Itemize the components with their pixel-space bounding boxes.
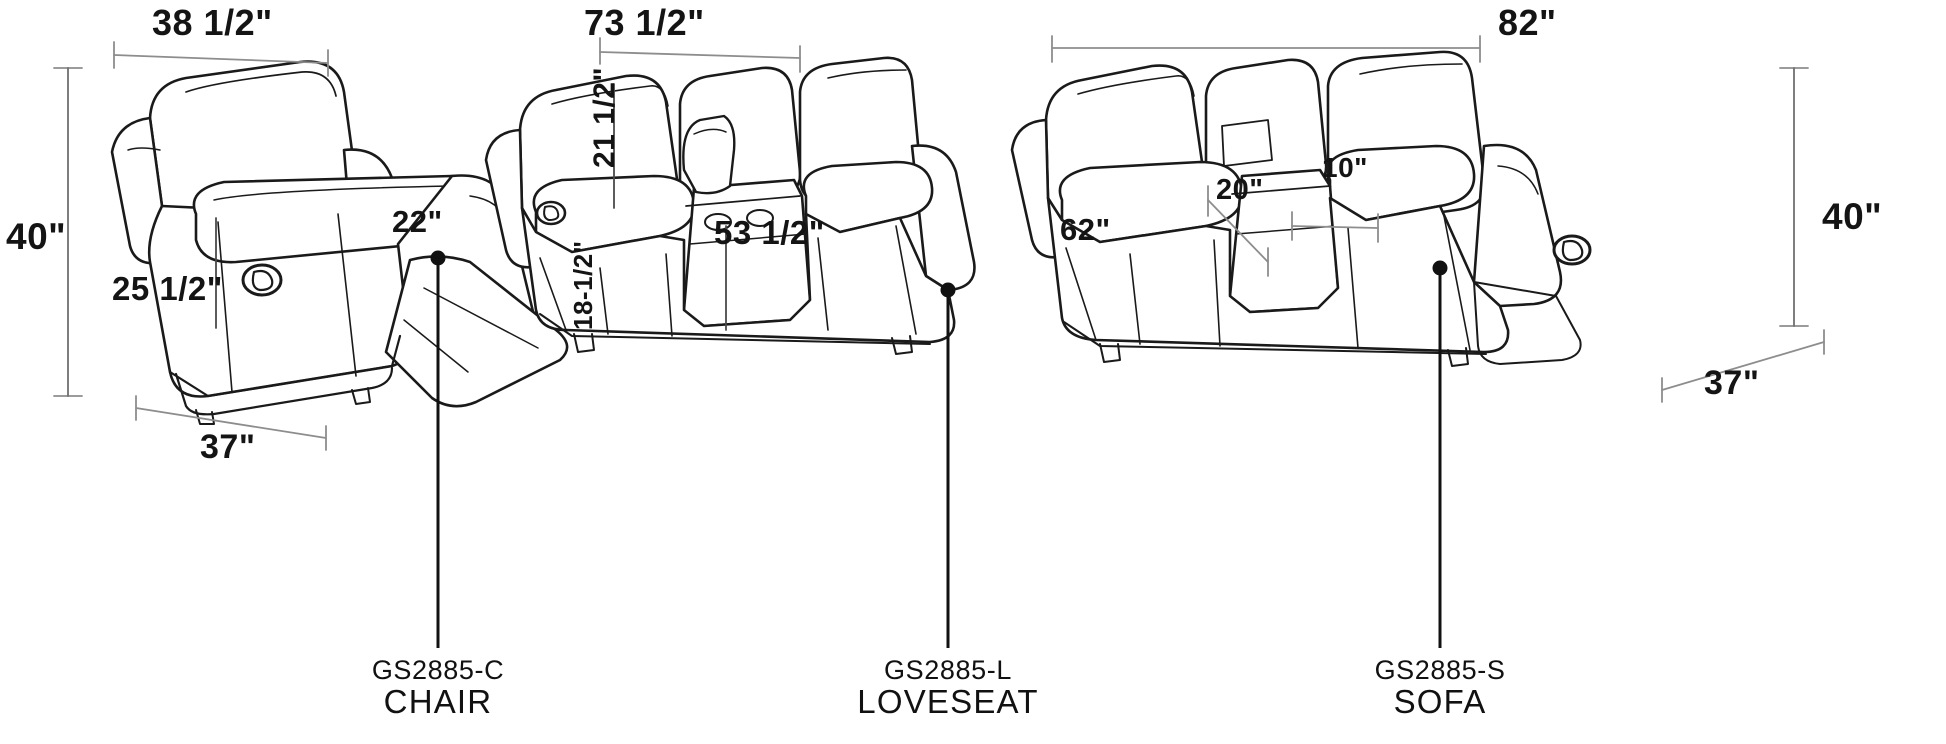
- dimline-sofa-console-depth: [1207, 185, 1269, 277]
- dim-loveseat-seating-width: 53 1/2": [714, 214, 825, 251]
- dim-chair-arm-depth: 22": [392, 204, 443, 239]
- chair-recliner-handle: [241, 263, 283, 297]
- dim-height-left: 40": [6, 216, 67, 257]
- dimline-height-right: [1779, 67, 1809, 327]
- part-name-sofa: SOFA: [1393, 683, 1487, 721]
- dim-chair-seat-height: 25 1/2": [112, 270, 223, 307]
- dimline-height-left: [53, 67, 83, 397]
- dim-loveseat-seat-height: 18-1/2": [568, 240, 598, 330]
- part-name-loveseat: LOVESEAT: [857, 683, 1039, 721]
- dim-loveseat-back-height: 21 1/2": [588, 66, 621, 168]
- dimline-sofa-depth: [1661, 329, 1825, 403]
- part-name-chair: CHAIR: [383, 683, 493, 721]
- leader-sofa: [1432, 260, 1448, 648]
- dim-sofa-depth: 37": [1704, 364, 1760, 402]
- part-label-loveseat: GS2885-L LOVESEAT: [828, 656, 1068, 721]
- dim-sofa-width: 82": [1498, 2, 1557, 43]
- dim-loveseat-width: 73 1/2": [584, 2, 705, 43]
- dim-chair-width: 38 1/2": [152, 2, 273, 43]
- leader-chair: [430, 250, 446, 648]
- dim-sofa-seating-width: 62": [1060, 212, 1111, 247]
- leader-loveseat: [940, 282, 956, 648]
- dimline-loveseat-width: [599, 37, 801, 73]
- dim-height-right: 40": [1822, 196, 1883, 237]
- dimline-chair-depth: [135, 395, 327, 451]
- part-label-sofa: GS2885-S SOFA: [1340, 656, 1540, 721]
- loveseat-recliner-handle: [535, 200, 567, 226]
- dim-chair-depth: 37": [200, 428, 256, 466]
- dim-sofa-console-width: 10": [1322, 152, 1368, 183]
- part-label-chair: GS2885-C CHAIR: [338, 656, 538, 721]
- dimline-chair-width: [113, 41, 329, 77]
- dimline-sofa-console-width: [1291, 211, 1379, 243]
- part-code-loveseat: GS2885-L: [884, 655, 1012, 685]
- loveseat-illustration: [484, 56, 976, 355]
- sofa-illustration: [1010, 50, 1592, 367]
- part-code-sofa: GS2885-S: [1374, 655, 1506, 685]
- dim-sofa-console-depth: 20": [1216, 174, 1264, 206]
- sofa-recliner-handle: [1552, 234, 1592, 266]
- dimline-sofa-width: [1051, 35, 1481, 63]
- part-code-chair: GS2885-C: [371, 655, 505, 685]
